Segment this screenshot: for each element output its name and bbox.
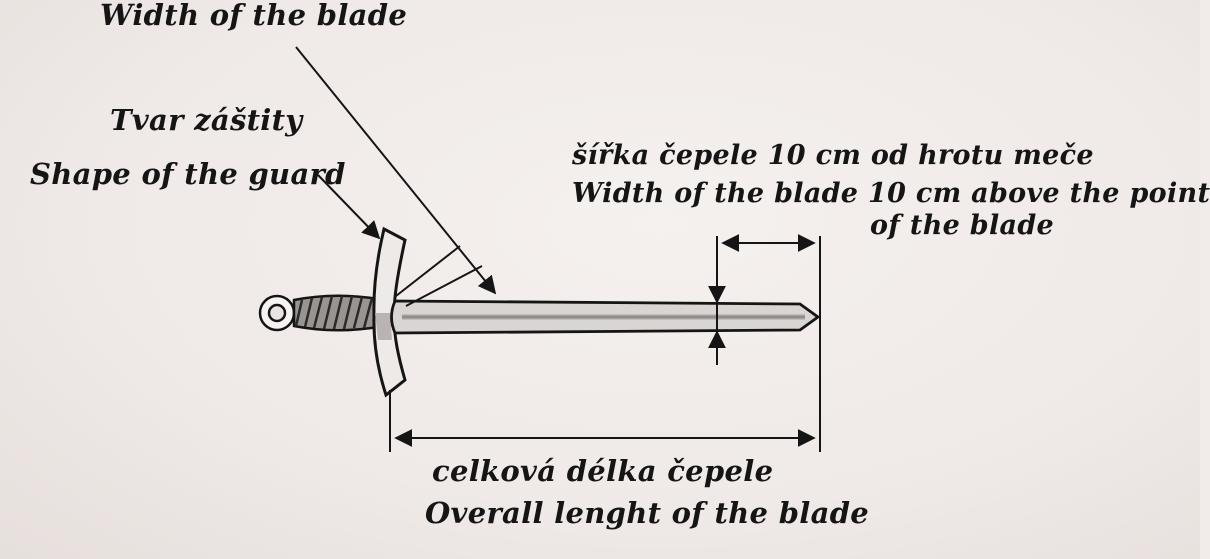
blade-width-pointer — [295, 46, 497, 307]
sword — [258, 226, 821, 398]
grip — [292, 294, 380, 332]
guard-shape-label-cs: Tvar záštity — [110, 103, 303, 137]
guard-pointer-arrow — [317, 174, 381, 240]
overall-length-label-cs: celková délka čepele — [432, 454, 774, 488]
width-10cm-label-en-line1: Width of the blade 10 cm above the point — [572, 178, 1210, 209]
pommel — [258, 294, 296, 332]
blade-width-label-top: Width of the blade — [100, 0, 408, 32]
blade — [390, 299, 821, 335]
overall-length-dimension — [389, 390, 816, 452]
width-10cm-label-en-line2: of the blade — [870, 210, 1054, 241]
overall-length-label-en: Overall lenght of the blade — [425, 496, 870, 530]
guard-shape-label-en: Shape of the guard — [30, 157, 346, 191]
width-10cm-label-cs: šířka čepele 10 cm od hrotu meče — [572, 140, 1094, 171]
ten-cm-dimension — [708, 234, 821, 452]
